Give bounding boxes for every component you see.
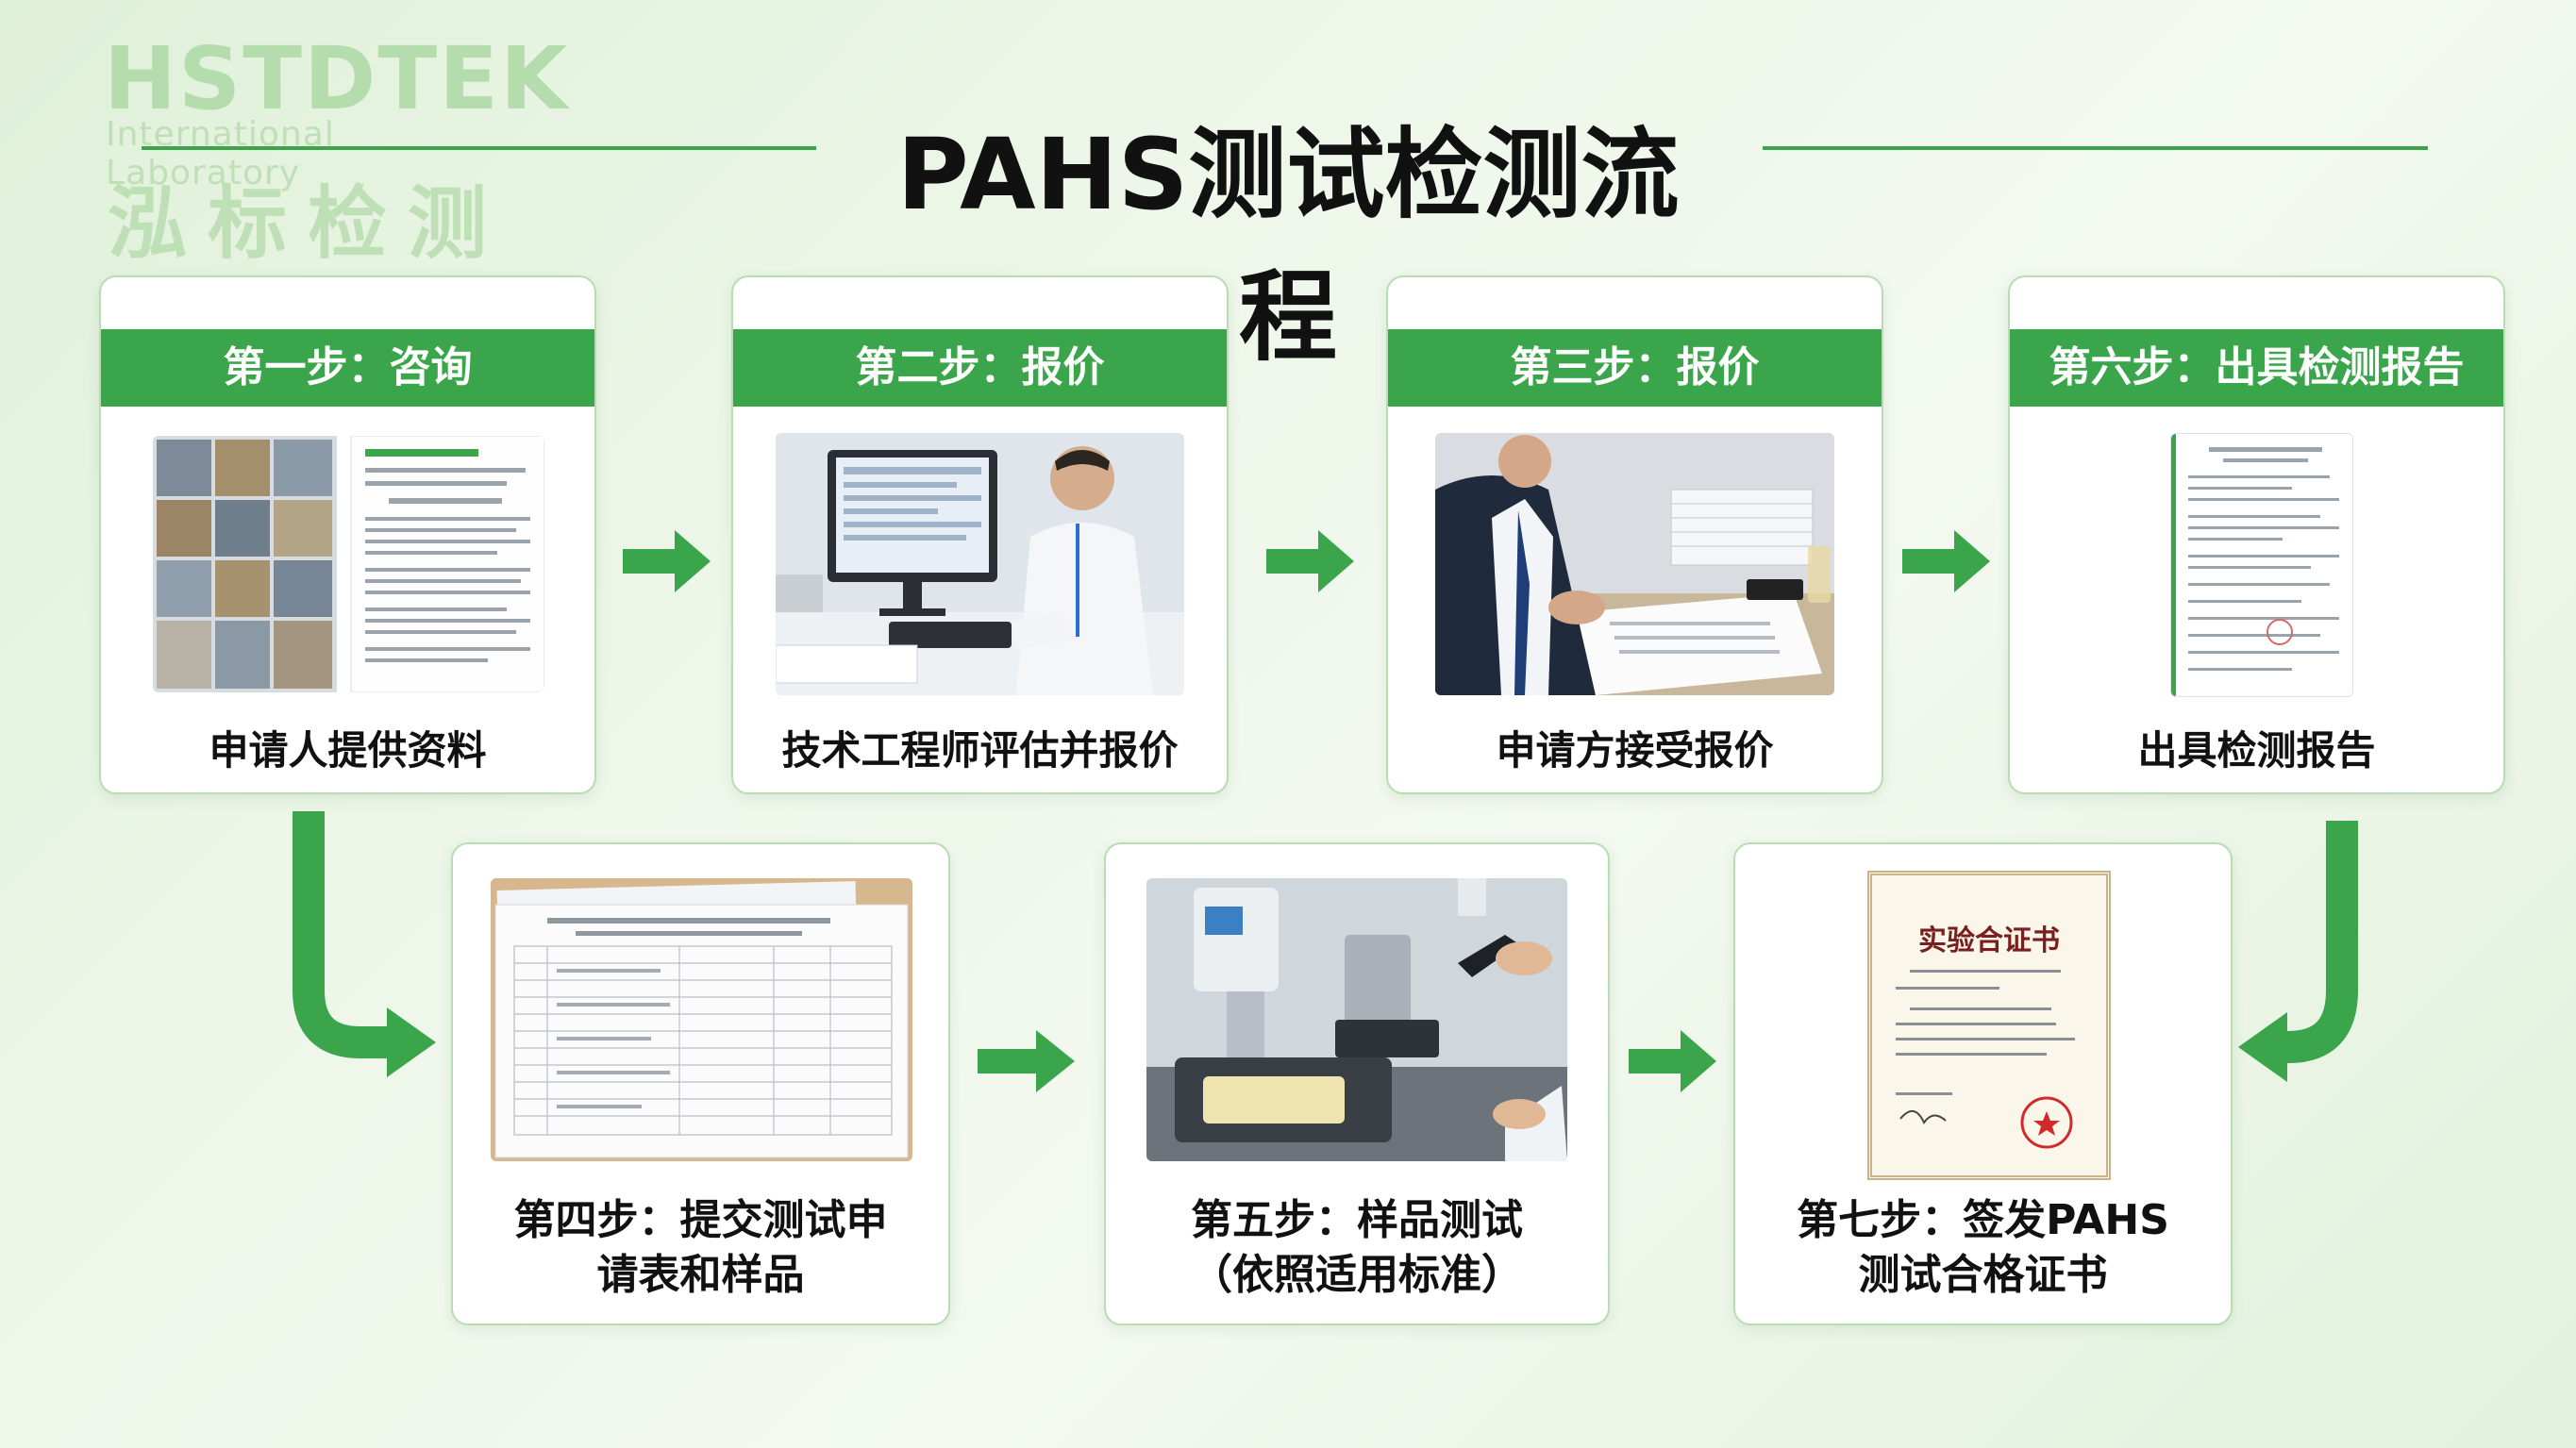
step-6-header: 第六步：出具检测报告 bbox=[2010, 329, 2503, 407]
company-logo: HSTDTEK International Laboratory 泓标检测 bbox=[104, 28, 567, 270]
step-1-image bbox=[153, 436, 544, 692]
step-7-certificate-image: 实验合证书 bbox=[1867, 871, 2111, 1180]
step-card-2: 第二步：报价 技术工程师评估并报价 bbox=[731, 275, 1229, 794]
title-line-right bbox=[1763, 146, 2428, 150]
step-card-6: 第六步：出具检测报告 出具检测报告 bbox=[2008, 275, 2505, 794]
step-1-caption: 申请人提供资料 bbox=[209, 727, 487, 774]
step-4-caption-line1: 第四步：提交测试申 bbox=[513, 1196, 888, 1244]
arrow-right-icon bbox=[1266, 530, 1354, 592]
step-card-7: 实验合证书 第七步：签发PAHS 测试合格证书 bbox=[1733, 842, 2233, 1325]
step-3-image bbox=[1435, 433, 1834, 695]
step-4-caption: 第四步：提交测试申 请表和样品 bbox=[453, 1193, 948, 1303]
step-3-caption: 申请方接受报价 bbox=[1496, 727, 1774, 774]
step-7-caption-line1: 第七步：签发PAHS bbox=[1797, 1196, 2169, 1244]
step-card-5: 第五步：样品测试 （依照适用标准） bbox=[1104, 842, 1610, 1325]
arrow-down-left-icon bbox=[2238, 821, 2358, 1082]
step-card-3: 第三步：报价 申请方接受报价 bbox=[1386, 275, 1883, 794]
step-4-caption-line2: 请表和样品 bbox=[596, 1251, 805, 1299]
title-line-left bbox=[142, 146, 816, 150]
step-7-caption-line2: 测试合格证书 bbox=[1858, 1251, 2108, 1299]
step-3-header: 第三步：报价 bbox=[1388, 329, 1882, 407]
certificate-title: 实验合证书 bbox=[1918, 924, 2060, 957]
logo-brand: HSTDTEK bbox=[104, 28, 570, 129]
step-card-1: 第一步：咨询 申请人提供资料 bbox=[99, 275, 596, 794]
step-card-4: 第四步：提交测试申 请表和样品 bbox=[451, 842, 950, 1325]
step-5-image bbox=[1146, 878, 1567, 1161]
step-2-header: 第二步：报价 bbox=[733, 329, 1227, 407]
arrow-right-icon bbox=[1629, 1030, 1716, 1092]
step-5-caption-line1: 第五步：样品测试 bbox=[1191, 1196, 1523, 1244]
logo-chinese-name: 泓标检测 bbox=[108, 177, 509, 270]
arrow-down-right-icon bbox=[293, 811, 436, 1077]
arrow-right-icon bbox=[623, 530, 711, 592]
step-4-image bbox=[491, 878, 912, 1161]
step-5-caption: 第五步：样品测试 （依照适用标准） bbox=[1106, 1193, 1608, 1303]
step-6-image bbox=[2170, 433, 2353, 697]
arrow-right-icon bbox=[1902, 530, 1990, 592]
step-2-caption: 技术工程师评估并报价 bbox=[781, 727, 1179, 774]
step-1-header: 第一步：咨询 bbox=[101, 329, 594, 407]
step-2-image bbox=[776, 433, 1184, 695]
step-6-caption: 出具检测报告 bbox=[2137, 727, 2376, 774]
step-7-caption: 第七步：签发PAHS 测试合格证书 bbox=[1735, 1193, 2231, 1303]
page-title: PAHS测试检测流程 bbox=[896, 117, 1680, 374]
arrow-right-icon bbox=[978, 1030, 1075, 1092]
step-5-caption-line2: （依照适用标准） bbox=[1191, 1251, 1523, 1299]
